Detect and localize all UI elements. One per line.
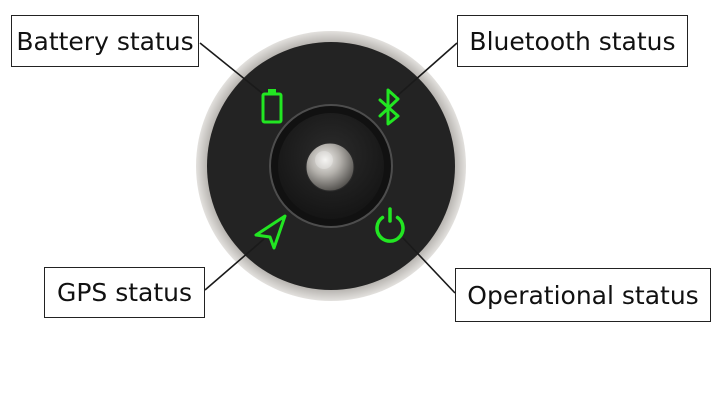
gps-leader	[204, 238, 265, 291]
bluetooth-icon	[378, 88, 400, 126]
operational-leader	[402, 237, 456, 294]
battery-icon	[261, 89, 283, 124]
center-button[interactable]	[305, 142, 355, 192]
gps-status-label: GPS status	[44, 267, 205, 318]
bluetooth-leader	[396, 42, 458, 97]
battery-status-label: Battery status	[11, 15, 199, 67]
leader-lines	[199, 42, 458, 294]
operational-status-label: Operational status	[455, 268, 711, 322]
battery-leader	[199, 42, 263, 94]
bluetooth-status-label: Bluetooth status	[457, 15, 688, 67]
center-button-highlight	[315, 151, 333, 169]
power-icon	[375, 207, 405, 243]
gps-arrow-icon	[254, 214, 287, 250]
